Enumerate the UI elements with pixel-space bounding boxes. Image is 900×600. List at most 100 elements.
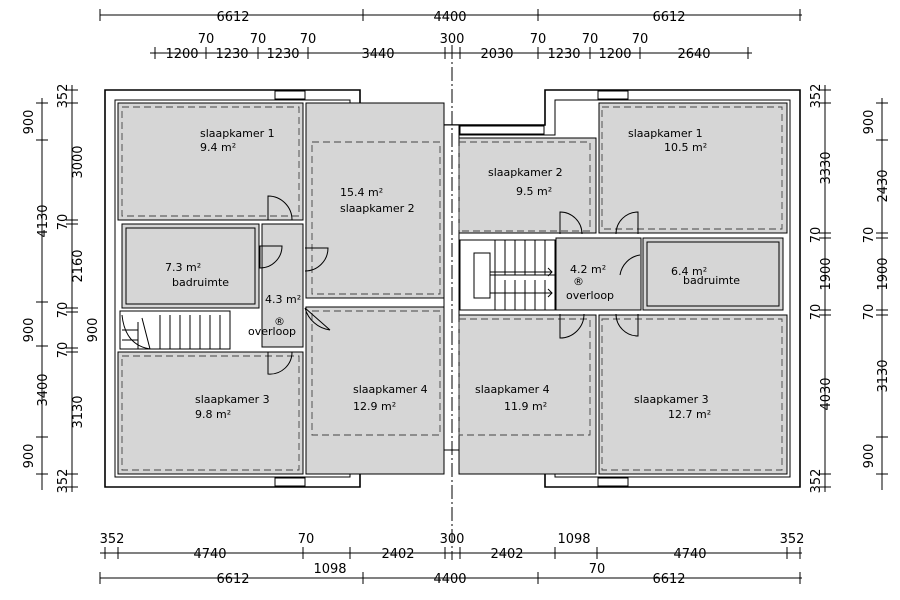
dim-label: 1230 [215,47,248,62]
room-left-landing [261,223,304,348]
dim-label: 2640 [677,47,710,62]
dim-label: 70 [809,227,824,244]
dim-label: 1900 [876,257,891,290]
room-labels: slaapkamer 1 9.4 m² 7.3 m² badruimte 15.… [165,127,740,421]
dim-label: 70 [809,304,824,321]
window [274,477,306,487]
room-name: overloop [248,325,296,338]
dim-label: 70 [862,227,877,244]
room-area: 12.7 m² [668,408,711,421]
dim-label: 6612 [652,572,685,587]
dim-label: 1230 [547,47,580,62]
dimension-lines [36,9,888,584]
window [459,125,545,135]
dim-label: 1200 [165,47,198,62]
dim-label: 1098 [557,532,590,547]
dim-label: 70 [582,32,599,47]
room-left-bedroom-2 [305,102,445,299]
dim-label: 70 [56,214,71,231]
dim-label: 4030 [819,377,834,410]
dim-label: 1900 [819,257,834,290]
dim-label: 6612 [216,10,249,25]
room-name: slaapkamer 4 [475,383,550,396]
dim-label: 352 [809,469,824,494]
room-name: slaapkamer 1 [628,127,703,140]
room-name: slaapkamer 1 [200,127,275,140]
room-area: 9.5 m² [516,185,552,198]
window [274,90,306,100]
dim-label: 6612 [652,10,685,25]
window [597,477,629,487]
dim-label: 4400 [433,10,466,25]
dim-label: 70 [198,32,215,47]
dim-label: 900 [86,318,101,343]
dim-label: 352 [56,469,71,494]
room-right-bathroom [642,237,784,311]
dim-label: 2402 [381,547,414,562]
room-right-landing [555,237,642,311]
room-area: 15.4 m² [340,186,383,199]
room-area: 12.9 m² [353,400,396,413]
room-area: 11.9 m² [504,400,547,413]
room-name: slaapkamer 2 [488,166,563,179]
room-name: badruimte [172,276,229,289]
dim-label: 70 [862,304,877,321]
room-area: 4.2 m² [570,263,606,276]
building [104,45,801,560]
dim-label: 3130 [71,395,86,428]
dim-label: 2160 [71,249,86,282]
room-right-bedroom-1 [598,102,788,234]
dim-label: 2402 [490,547,523,562]
dim-label: 352 [56,84,71,109]
room-area: 10.5 m² [664,141,707,154]
dim-label: 70 [632,32,649,47]
dim-label: 1230 [266,47,299,62]
room-name: overloop [566,289,614,302]
dim-label: 70 [298,532,315,547]
landing-symbol: ® [274,315,285,328]
dim-label: 2030 [480,47,513,62]
dim-label: 70 [300,32,317,47]
room-left-bedroom-3 [117,351,304,475]
room-area: 9.8 m² [195,408,231,421]
landing-symbol: ® [573,275,584,288]
dim-label: 6612 [216,572,249,587]
dim-label: 3440 [361,47,394,62]
dim-label: 70 [589,562,606,577]
dim-label: 900 [22,110,37,135]
room-area: 9.4 m² [200,141,236,154]
room-area: 7.3 m² [165,261,201,274]
dim-label: 4130 [36,204,51,237]
room-right-bedroom-3 [598,314,788,475]
right-staircase [459,239,556,311]
dim-label: 300 [440,532,465,547]
dim-label: 3330 [819,151,834,184]
room-right-bedroom-4 [458,314,597,475]
dim-label: 3000 [71,145,86,178]
room-area: 4.3 m² [265,293,301,306]
dim-label: 2430 [876,169,891,202]
dim-label: 352 [809,84,824,109]
dim-label: 900 [22,318,37,343]
room-name: slaapkamer 4 [353,383,428,396]
left-staircase [119,310,231,350]
dim-label: 3400 [36,373,51,406]
dim-label: 4740 [193,547,226,562]
room-left-bathroom [121,223,260,309]
dim-label: 300 [440,32,465,47]
dimension-labels: 6612 4400 6612 1200 70 1230 70 1230 70 3… [22,10,891,587]
dim-label: 4740 [673,547,706,562]
dim-label: 70 [56,342,71,359]
dim-label: 900 [862,444,877,469]
dim-label: 70 [56,302,71,319]
dim-label: 900 [22,444,37,469]
room-area: 6.4 m² [671,265,707,278]
dim-label: 352 [780,532,805,547]
dim-label: 900 [862,110,877,135]
room-name: slaapkamer 3 [634,393,709,406]
dim-label: 4400 [433,572,466,587]
dim-label: 1200 [598,47,631,62]
dim-label: 352 [100,532,125,547]
room-left-bedroom-1 [117,102,304,221]
